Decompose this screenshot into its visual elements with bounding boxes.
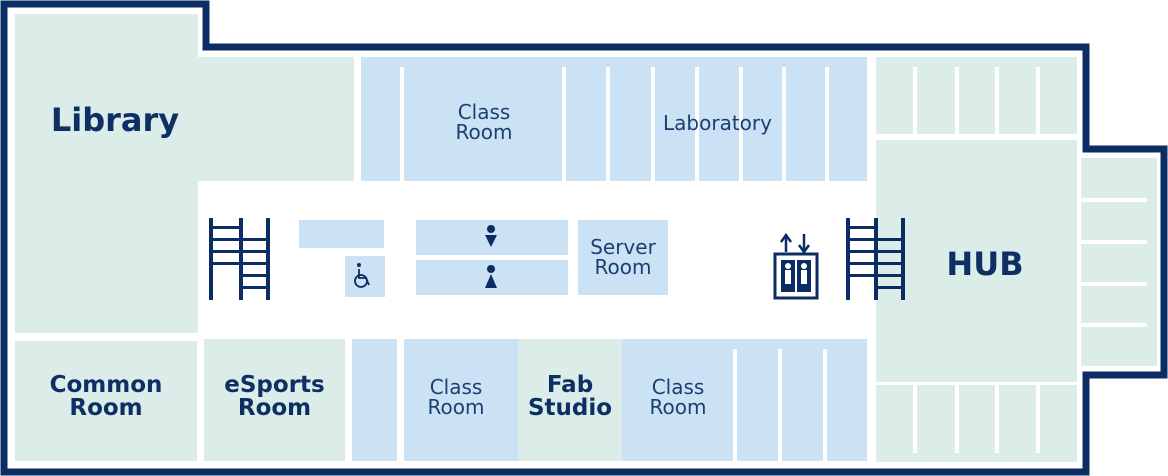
female-restroom-icon <box>485 265 497 288</box>
elevator-icon <box>773 232 819 300</box>
fab-studio-room[interactable] <box>518 339 622 461</box>
wheelchair-icon <box>354 263 370 288</box>
hub-label: HUB <box>946 245 1024 283</box>
storage-room <box>299 220 384 248</box>
top-room-strip <box>361 57 867 181</box>
library-room[interactable] <box>15 14 354 333</box>
server-room[interactable] <box>578 220 668 295</box>
library-label: Library <box>50 101 180 139</box>
stairs-icon <box>209 218 270 300</box>
common-room[interactable] <box>15 341 197 461</box>
hub-area <box>876 57 1157 462</box>
stairs-icon <box>846 218 905 300</box>
esports-room[interactable] <box>204 339 345 461</box>
laboratory-label: Laboratory <box>663 111 772 135</box>
male-restroom-icon <box>485 225 497 247</box>
